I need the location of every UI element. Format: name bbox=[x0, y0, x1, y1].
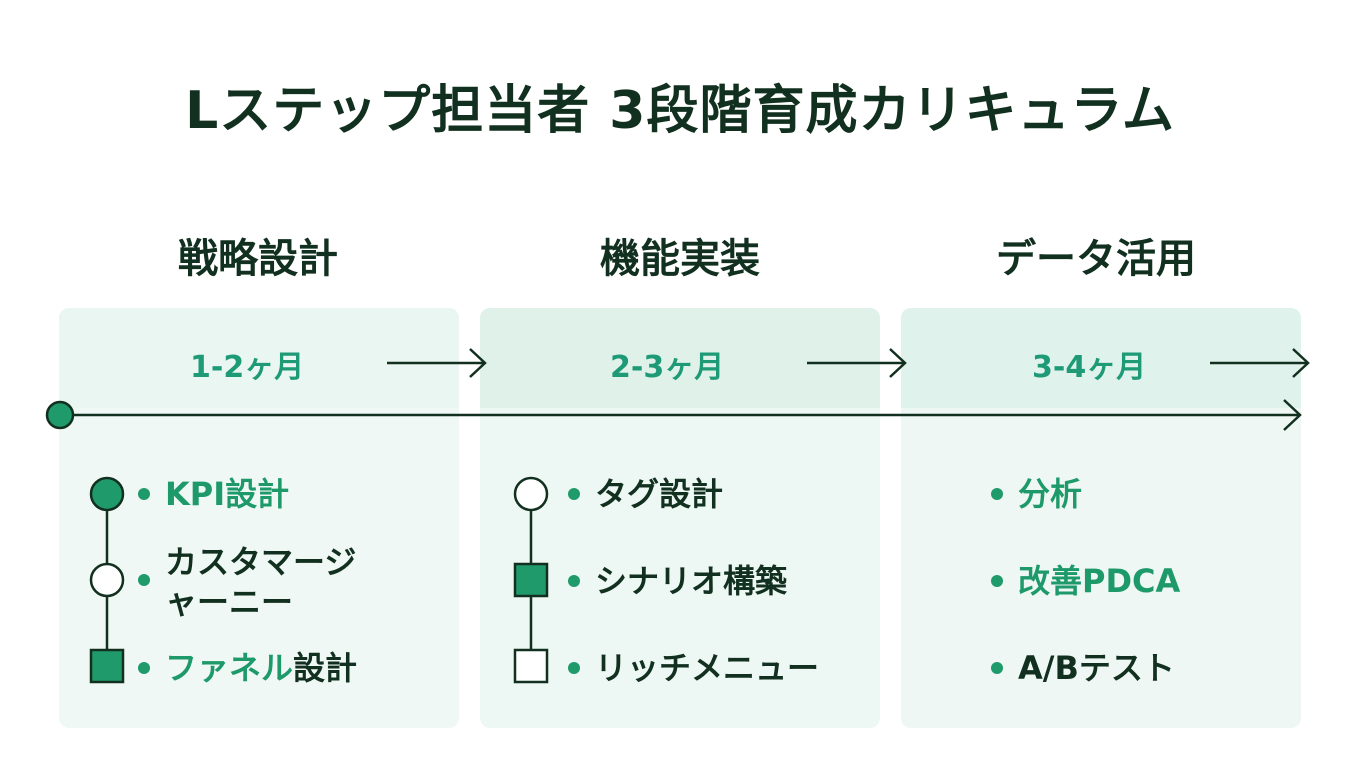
bullet-icon bbox=[991, 575, 1003, 587]
phase-panel-data bbox=[901, 308, 1301, 728]
item-funnel-design-dark: 設計 bbox=[293, 649, 358, 687]
phase-heading-implementation: 機能実装 bbox=[600, 236, 760, 282]
bullet-icon bbox=[568, 575, 580, 587]
phase-panel-strategy bbox=[59, 308, 459, 728]
filled-square-icon bbox=[513, 562, 549, 598]
empty-circle-icon bbox=[89, 562, 125, 598]
page-title: Lステップ担当者 3段階育成カリキュラム bbox=[185, 81, 1175, 141]
item-funnel-design: ファネル設計 bbox=[165, 648, 357, 688]
empty-circle-icon bbox=[513, 476, 549, 512]
period-label-2: 2-3ヶ月 bbox=[610, 350, 725, 385]
item-ab-test: A/Bテスト bbox=[1018, 649, 1175, 687]
timeline-arrow bbox=[45, 399, 1302, 431]
bullet-icon bbox=[568, 662, 580, 674]
item-customer-journey-line1: カスタマージ bbox=[165, 543, 357, 581]
item-customer-journey-line2: ャーニー bbox=[165, 583, 294, 621]
item-kpi-design: KPI設計 bbox=[165, 475, 290, 513]
phase-heading-data: データ活用 bbox=[996, 236, 1196, 282]
item-scenario-build: シナリオ構築 bbox=[595, 562, 788, 600]
phase-heading-strategy: 戦略設計 bbox=[178, 236, 338, 282]
phase2-marker-chain bbox=[513, 476, 549, 684]
arrow-right-icon bbox=[807, 348, 907, 378]
item-rich-menu: リッチメニュー bbox=[595, 649, 820, 687]
arrow-right-icon bbox=[387, 348, 487, 378]
bullet-icon bbox=[568, 488, 580, 500]
bullet-icon bbox=[991, 662, 1003, 674]
timeline-start-dot-icon bbox=[45, 400, 75, 430]
item-pdca: 改善PDCA bbox=[1018, 562, 1181, 600]
item-tag-design: タグ設計 bbox=[595, 475, 724, 513]
item-customer-journey: カスタマージ ャーニー bbox=[165, 542, 356, 622]
phase1-marker-chain bbox=[89, 476, 125, 684]
period-label-3: 3-4ヶ月 bbox=[1032, 350, 1147, 385]
filled-circle-icon bbox=[89, 476, 125, 512]
bullet-icon bbox=[138, 574, 150, 586]
item-funnel-design-green: ファネル bbox=[165, 649, 294, 687]
bullet-icon bbox=[138, 662, 150, 674]
bullet-icon bbox=[138, 488, 150, 500]
period-label-1: 1-2ヶ月 bbox=[190, 350, 305, 385]
arrow-right-icon bbox=[1210, 348, 1310, 378]
bullet-icon bbox=[991, 488, 1003, 500]
empty-square-icon bbox=[513, 648, 549, 684]
item-analysis: 分析 bbox=[1018, 475, 1083, 513]
filled-square-icon bbox=[89, 648, 125, 684]
